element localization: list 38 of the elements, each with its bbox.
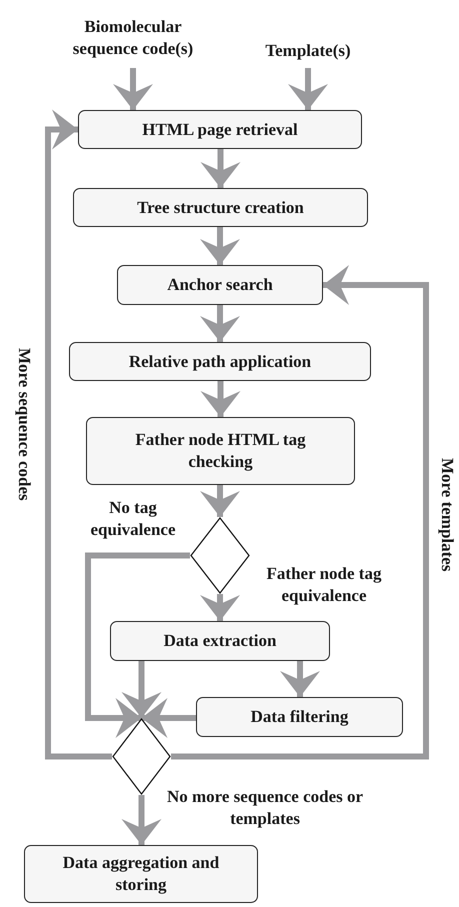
arrow (200, 227, 240, 265)
arrow (45, 110, 112, 760)
process-box (69, 342, 371, 381)
step-label: Data extraction (164, 630, 276, 652)
process-box (24, 845, 258, 903)
step-label: Data aggregation and storing (62, 852, 220, 896)
arrow (288, 68, 328, 110)
edge-label: More templates (437, 458, 458, 572)
step-label: Data filtering (250, 706, 348, 728)
arrow (122, 661, 162, 718)
process-box (117, 265, 323, 305)
process-box (86, 417, 355, 485)
arrow (280, 661, 320, 697)
process-box (110, 621, 330, 661)
step-label: Relative path application (128, 350, 312, 372)
input-label: Biomolecular sequence code(s) (52, 14, 214, 62)
arrow (142, 698, 196, 738)
arrow (85, 552, 190, 738)
step-label: Father node HTML tag checking (134, 429, 307, 473)
edge-label: Father node tag equivalence (266, 563, 382, 607)
step-label: HTML page retrieval (142, 118, 298, 140)
edge-label: More sequence codes (14, 348, 35, 501)
process-box (73, 188, 368, 227)
edge-label: No more sequence codes or templates (166, 786, 364, 830)
input-label: Template(s) (250, 38, 366, 64)
arrow (200, 149, 240, 188)
step-label: Anchor search (167, 274, 273, 296)
process-box (78, 110, 362, 149)
arrow (200, 381, 240, 417)
arrow (200, 485, 240, 517)
arrow (200, 594, 240, 621)
edge-label: No tag equivalence (90, 497, 176, 541)
arrow (113, 68, 153, 110)
arrow (200, 305, 240, 342)
arrow (171, 265, 429, 760)
step-label: Tree structure creation (137, 196, 304, 218)
arrow (122, 795, 162, 845)
process-box (196, 697, 403, 737)
